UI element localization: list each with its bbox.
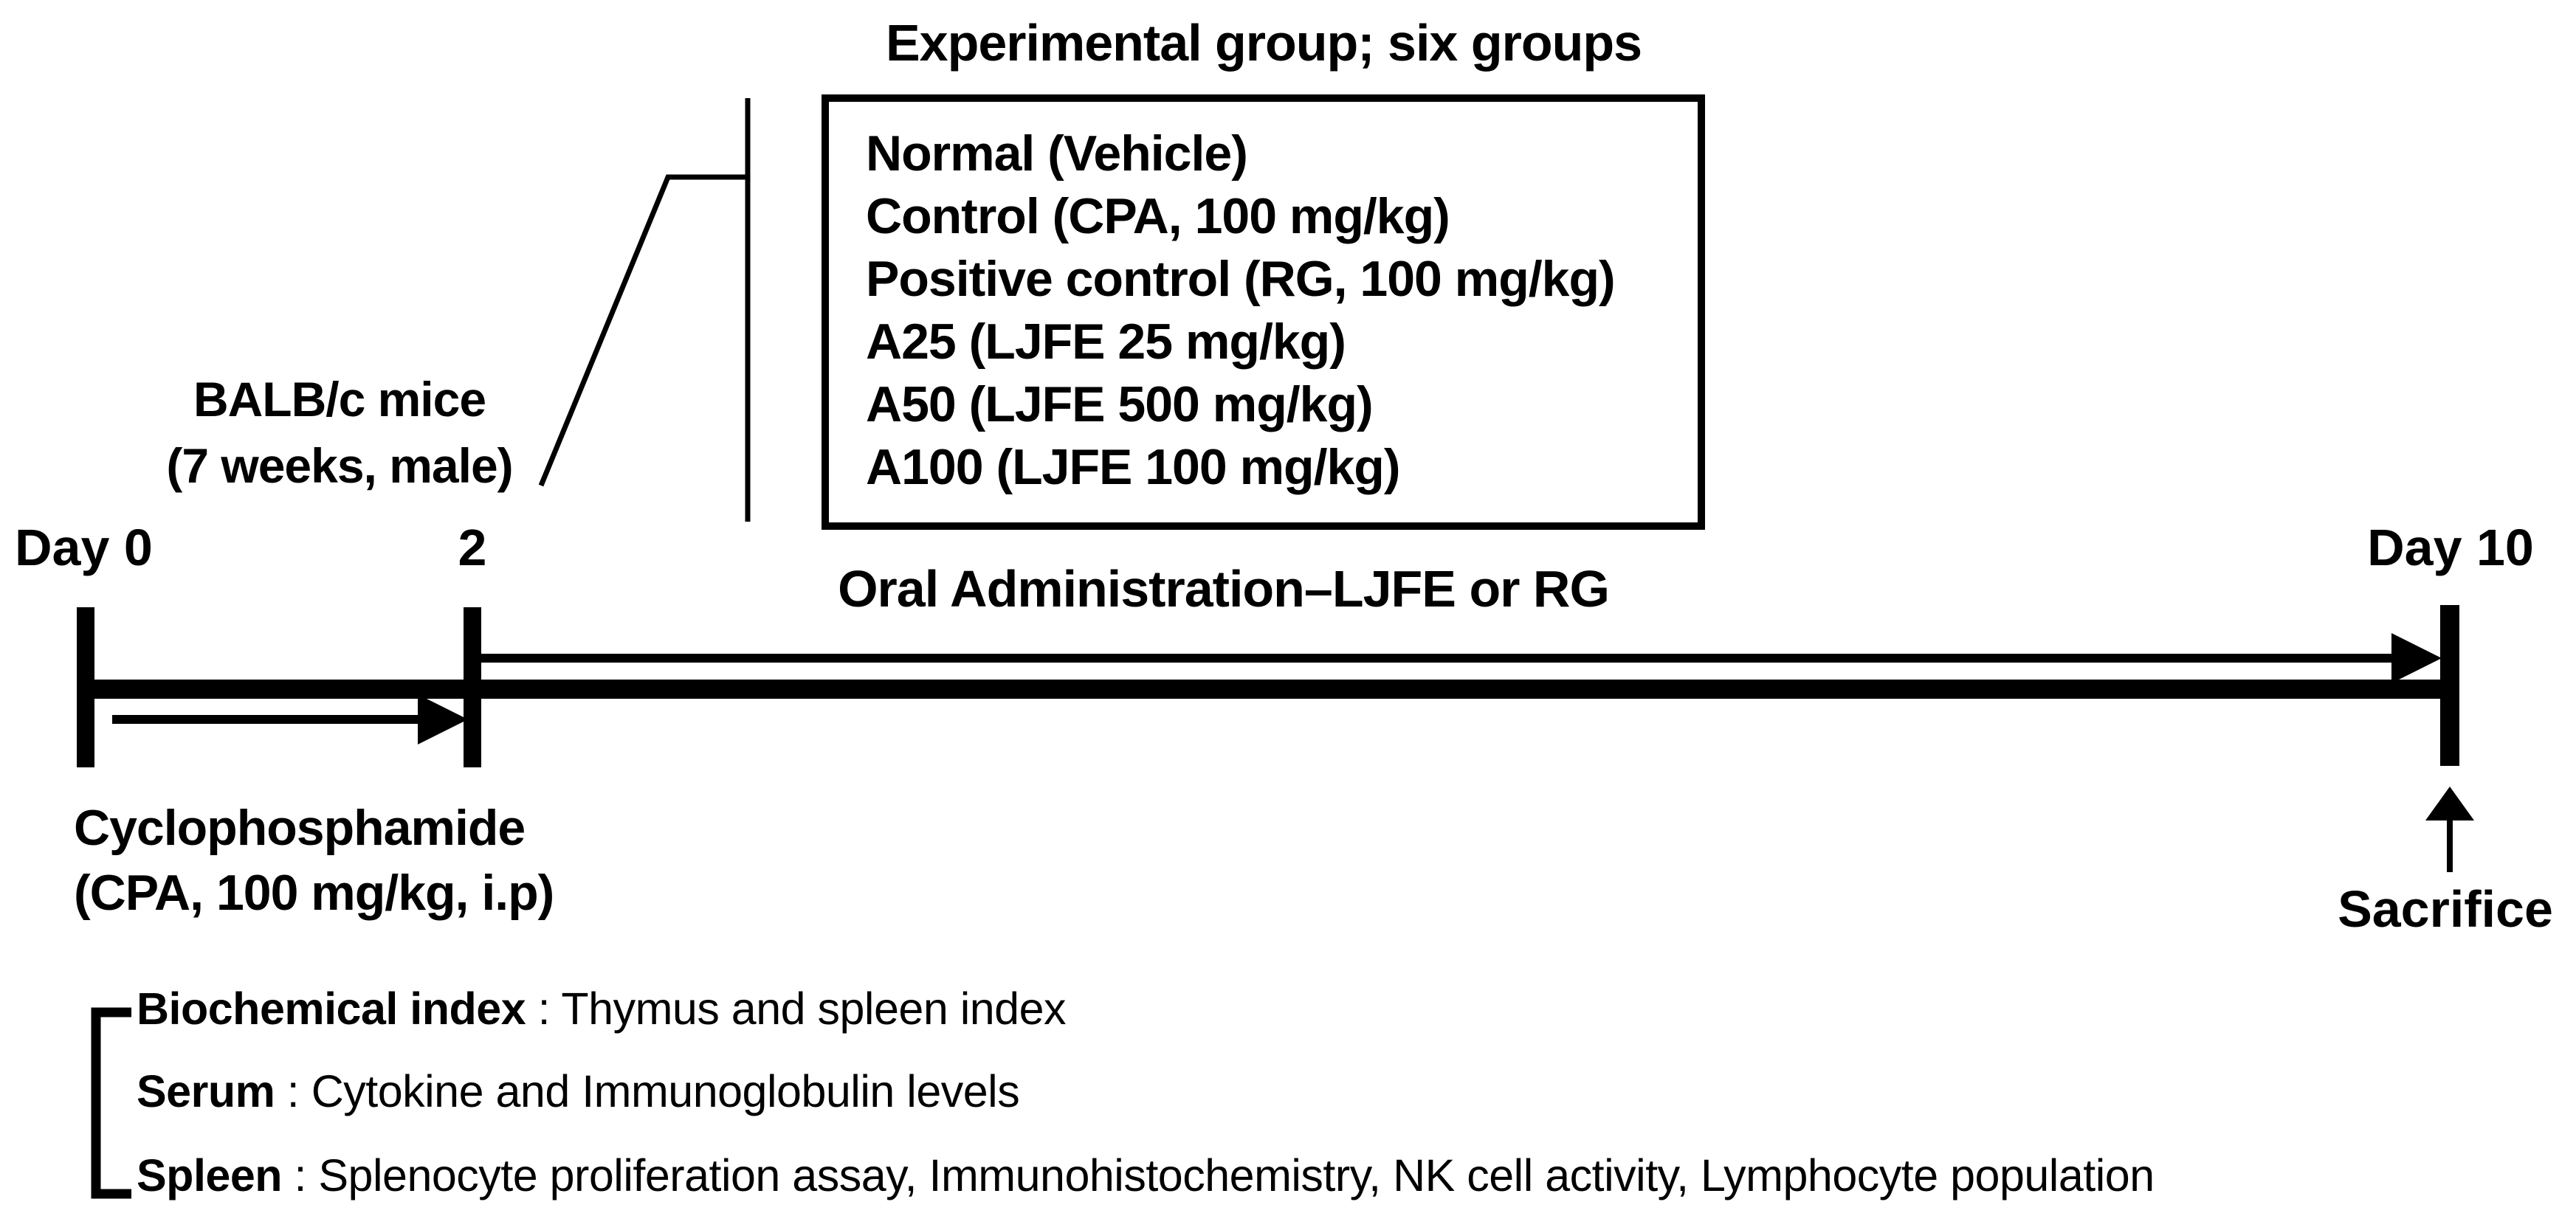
group-item-a25: A25 (LJFE 25 mg/kg) (866, 314, 1346, 370)
endpoint-spleen-rest: Splenocyte proliferation assay, Immunohi… (318, 1150, 2155, 1200)
groups-list: Normal (Vehicle) Control (CPA, 100 mg/kg… (829, 102, 1698, 499)
subject-strain: BALB/c mice (193, 372, 486, 426)
oral-administration-label: Oral Administration–LJFE or RG (838, 560, 1610, 618)
endpoint-biochemical-rest: Thymus and spleen index (561, 984, 1067, 1034)
sacrifice-label: Sacrifice (2338, 880, 2553, 938)
day0-label: Day 0 (15, 519, 153, 576)
endpoint-serum-rest: Cytokine and Immunoglobulin levels (311, 1066, 1020, 1116)
endpoint-spleen-head: Spleen (137, 1150, 283, 1200)
cpa-label-line1: Cyclophosphamide (74, 800, 526, 856)
endpoint-biochemical: Biochemical index : Thymus and spleen in… (137, 975, 2565, 1042)
endpoint-spleen-sep: : (282, 1150, 319, 1200)
group-item-a100: A100 (LJFE 100 mg/kg) (866, 439, 1400, 495)
day10-label: Day 10 (2367, 519, 2534, 576)
endpoints-bracket (91, 1007, 131, 1199)
endpoint-spleen: Spleen : Splenocyte proliferation assay,… (137, 1142, 2565, 1209)
endpoint-serum-sep: : (275, 1066, 311, 1116)
cpa-arrowhead (418, 694, 468, 744)
endpoint-biochemical-head: Biochemical index (137, 984, 526, 1034)
oral-admin-arrowhead (2391, 633, 2442, 683)
figure-title: Experimental group; six groups (885, 14, 1642, 72)
group-item-normal: Normal (Vehicle) (866, 125, 1248, 182)
group-item-a50: A50 (LJFE 500 mg/kg) (866, 376, 1374, 432)
group-item-positive: Positive control (RG, 100 mg/kg) (866, 251, 1616, 307)
endpoint-serum-head: Serum (137, 1066, 275, 1116)
cpa-label-line2: (CPA, 100 mg/kg, i.p) (74, 865, 554, 921)
subject-label: BALB/c mice (7 weeks, male) (159, 366, 520, 499)
subject-age-sex: (7 weeks, male) (166, 438, 513, 493)
connector-line (538, 174, 748, 487)
sacrifice-arrowhead (2425, 787, 2474, 820)
endpoint-biochemical-sep: : (526, 984, 562, 1034)
cpa-label: Cyclophosphamide (CPA, 100 mg/kg, i.p) (74, 795, 738, 925)
group-item-control: Control (CPA, 100 mg/kg) (866, 188, 1450, 244)
groups-box: Normal (Vehicle) Control (CPA, 100 mg/kg… (822, 94, 1705, 530)
day2-label: 2 (458, 519, 487, 576)
endpoint-serum: Serum : Cytokine and Immunoglobulin leve… (137, 1058, 2565, 1124)
